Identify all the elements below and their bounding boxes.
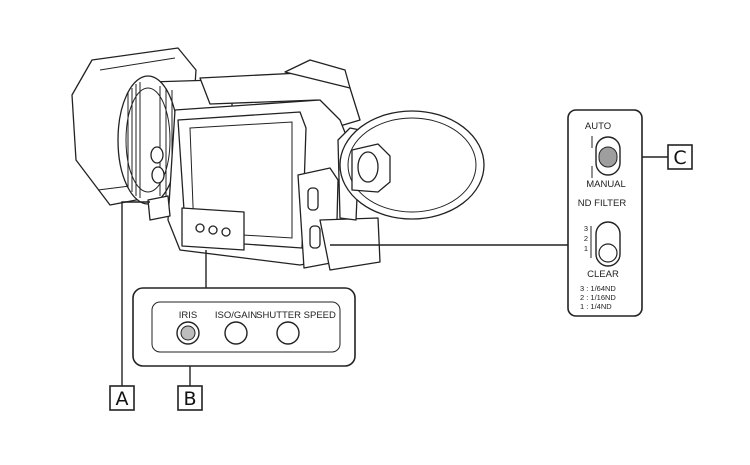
iso-gain-label: ISO/GAIN: [215, 310, 257, 321]
switch-panel: AUTO MANUAL ND FILTER 3 2 1 CLEAR 3 : 1/…: [567, 109, 643, 317]
callout-b-label: B: [183, 388, 196, 410]
lens-front-ring: [117, 75, 179, 205]
callout-b: B: [177, 385, 203, 411]
viewfinder-eyecup: [337, 110, 485, 221]
callout-c: C: [667, 144, 693, 170]
clear-label: CLEAR: [587, 269, 619, 280]
callout-a-label: A: [116, 388, 129, 410]
manual-label: MANUAL: [586, 179, 626, 190]
auto-label: AUTO: [585, 121, 611, 132]
nd-legend-2: 2 : 1/16ND: [580, 293, 616, 302]
nd-legend-1: 1 : 1/4ND: [580, 302, 612, 311]
auto-manual-switch[interactable]: [595, 136, 621, 176]
shutter-speed-label: SHUTTER SPEED: [256, 310, 336, 321]
shutter-speed-button[interactable]: [276, 321, 300, 345]
nd-filter-label: ND FILTER: [578, 198, 627, 209]
nd-position-1: 1: [584, 244, 588, 253]
nd-position-2: 2: [584, 234, 588, 243]
callout-a: A: [109, 385, 135, 411]
button-panel: IRIS ISO/GAIN SHUTTER SPEED: [132, 287, 356, 367]
callout-c-label: C: [673, 147, 686, 169]
camcorder-illustration: [71, 47, 381, 271]
nd-position-3: 3: [584, 224, 588, 233]
iso-gain-button[interactable]: [224, 321, 248, 345]
iris-button[interactable]: [176, 321, 200, 345]
iris-label: IRIS: [179, 310, 197, 321]
nd-legend-3: 3 : 1/64ND: [580, 284, 616, 293]
nd-filter-switch[interactable]: [595, 221, 621, 267]
